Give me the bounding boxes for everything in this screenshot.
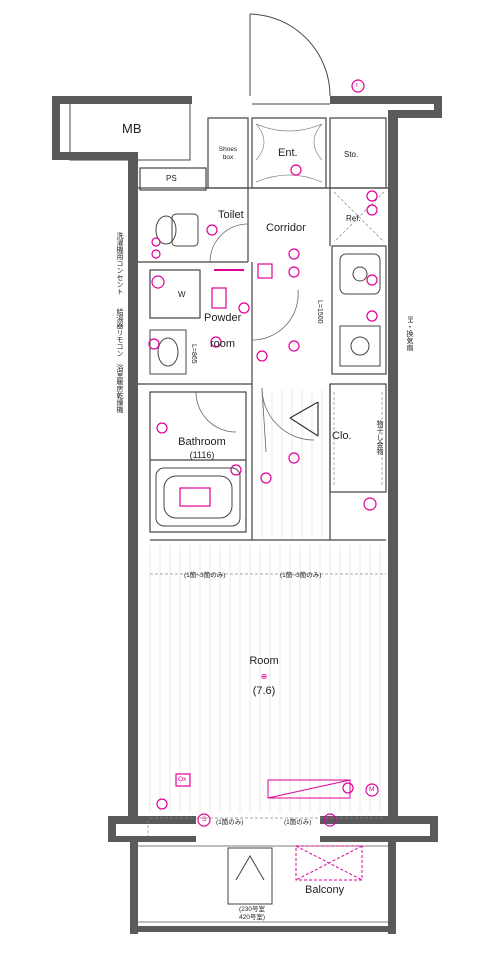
electrical-outlets xyxy=(148,79,379,827)
toilet-label: Toilet xyxy=(218,209,244,221)
balcony-note-line1: (230号室 xyxy=(238,906,265,913)
bathtub xyxy=(155,467,241,527)
room-label-size: (7.6) xyxy=(252,685,276,697)
room-note-right: (1箇~3箇のみ) xyxy=(280,572,322,579)
ps-label: PS xyxy=(166,174,177,183)
shoes-box-label-line1: Shoes xyxy=(218,146,238,153)
washer-label: W xyxy=(178,290,186,299)
corridor-label: Corridor xyxy=(266,222,306,234)
entrance-tile-marks xyxy=(255,123,323,183)
storage-label: Sto. xyxy=(344,150,359,159)
mark-s-right-label: S xyxy=(328,816,333,823)
height-mark-label: L=865 xyxy=(190,344,197,364)
balcony-label: Balcony xyxy=(305,884,345,896)
closet-label: Clo. xyxy=(332,430,352,442)
mb-box xyxy=(69,97,191,161)
room-label-symbol: ⊕ xyxy=(260,672,268,681)
room-label-name: Room xyxy=(249,655,279,667)
ceiling-height-label: L=1500 xyxy=(316,300,323,324)
balcony-note-line2: 420号室) xyxy=(238,914,265,921)
side-left-note-2: 給湯器リモコン xyxy=(116,308,123,357)
mb-label: MB xyxy=(122,121,142,136)
entrance-door xyxy=(249,13,331,105)
entrance-label: Ent. xyxy=(278,147,298,159)
side-right-note-1: IH・換気扇 xyxy=(406,316,413,351)
shoes-box-label-line2: box xyxy=(222,154,234,161)
powder-room-label-line1: Powder xyxy=(204,312,242,324)
powder-room-label-line2: room xyxy=(210,338,236,350)
balcony-note: (230号室 420号室) xyxy=(226,906,278,922)
closet-door xyxy=(289,401,319,437)
bottom-note-left: (1箇のみ) xyxy=(216,819,244,826)
balcony-fixtures xyxy=(227,845,363,905)
mark-s-left-label: S xyxy=(202,816,207,823)
outer-walls xyxy=(52,96,442,934)
toilet-fixture xyxy=(155,213,199,247)
dashed-lines xyxy=(147,191,386,836)
interior-walls xyxy=(138,117,388,541)
kitchen-fixtures xyxy=(339,253,381,367)
compass-mark-label: I xyxy=(356,82,358,89)
side-left-note-1: 洗濯機用コンセント xyxy=(116,232,123,295)
powder-room-label: Powder room xyxy=(204,305,241,357)
refrigerator-label: Ref. xyxy=(346,214,361,223)
washbasin xyxy=(149,329,187,375)
bathroom-label-size: (1116) xyxy=(189,450,215,460)
door-swings xyxy=(195,223,315,453)
outlet-ox-label: Ox xyxy=(178,776,187,783)
side-closet-note: 物干し金物 xyxy=(376,420,383,455)
shoes-box-label: Shoes box xyxy=(212,146,244,162)
bottom-note-right: (1箇のみ) xyxy=(284,819,312,826)
bathroom-label: Bathroom (1116) xyxy=(166,436,238,462)
room-floor xyxy=(149,390,381,812)
window-fixture xyxy=(267,779,351,799)
mark-m-label: M xyxy=(369,786,375,793)
bathroom-label-name: Bathroom xyxy=(178,436,226,448)
room-label: Room ⊕ (7.6) xyxy=(236,654,292,699)
side-left-note-3: 浴室暖房乾燥機 xyxy=(116,364,123,413)
room-note-left: (1箇~3箇のみ) xyxy=(184,572,226,579)
